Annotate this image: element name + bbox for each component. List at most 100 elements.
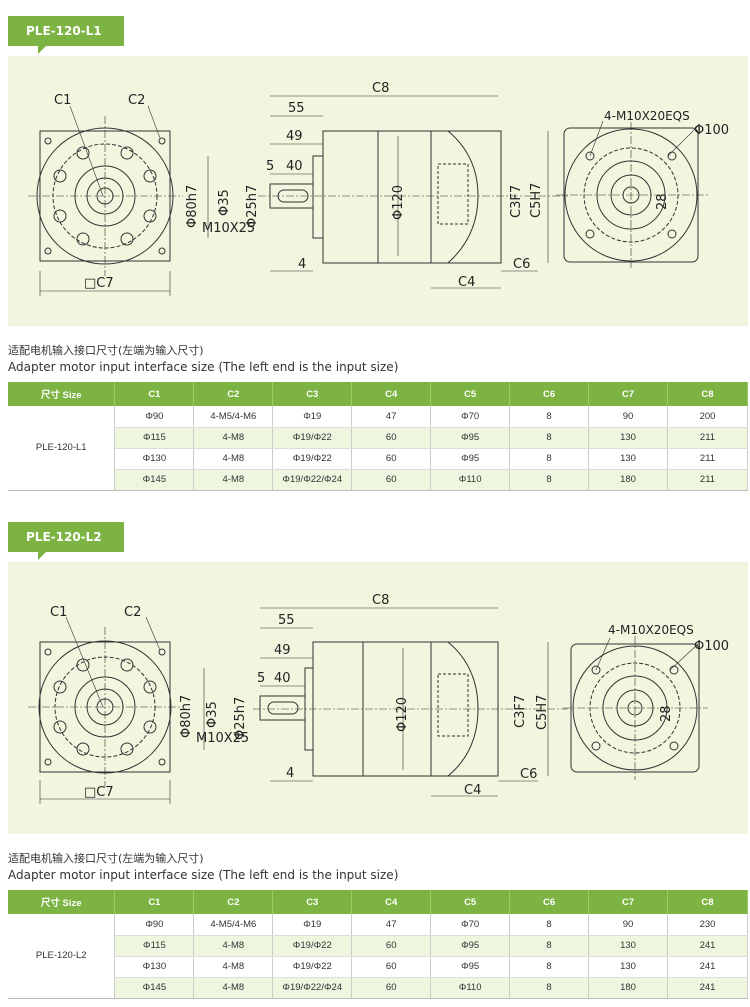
cell: 8 [509, 406, 590, 428]
caption-en: Adapter motor input interface size (The … [8, 868, 399, 882]
cell: 4-M8 [193, 469, 274, 491]
caption: 适配电机输入接口尺寸(左端为输入尺寸) Adapter motor input … [8, 343, 398, 375]
cell: 180 [588, 469, 668, 491]
cell: Φ19 [272, 406, 353, 428]
label-49: 49 [286, 129, 303, 144]
table-row: Φ130 4-M8 Φ19/Φ22 60 Φ95 8 130 211 [8, 448, 749, 470]
model-cell: PLE-120-L1 [8, 406, 116, 491]
label-phi120: Φ120 [391, 185, 406, 220]
cell: 4-M8 [193, 956, 274, 978]
label-c6: C6 [520, 767, 537, 782]
table-row: PLE-120-L1 Φ90 4-M5/4-M6 Φ19 47 Φ70 8 90… [8, 406, 749, 491]
col-header: C8 [667, 890, 749, 914]
cell: Φ95 [430, 427, 511, 449]
label-phi100: Φ100 [694, 639, 729, 654]
col-header: C5 [430, 890, 511, 914]
cell: 211 [667, 427, 749, 449]
col-header: C7 [588, 382, 668, 406]
cell: 60 [351, 935, 432, 957]
label-c4: C4 [458, 275, 475, 290]
table-row: Φ115 4-M8 Φ19/Φ22 60 Φ95 8 130 241 [8, 935, 749, 957]
label-c8: C8 [372, 81, 389, 96]
cell: Φ19 [272, 914, 353, 936]
cell: Φ130 [114, 956, 195, 978]
label-4: 4 [286, 766, 294, 781]
table-row: Φ145 4-M8 Φ19/Φ22/Φ24 60 Φ110 8 180 211 [8, 469, 749, 491]
cell: 241 [667, 956, 749, 978]
caption-cn: 适配电机输入接口尺寸(左端为输入尺寸) [8, 852, 204, 865]
cell: 241 [667, 977, 749, 999]
cell: Φ115 [114, 935, 195, 957]
col-header: C6 [509, 890, 590, 914]
label-c3: C3F7 [509, 185, 524, 218]
cell: 8 [509, 956, 590, 978]
cell: Φ19/Φ22 [272, 956, 353, 978]
label-28: 28 [655, 193, 670, 210]
cell: Φ70 [430, 914, 511, 936]
cell: Φ95 [430, 956, 511, 978]
col-header: C1 [114, 890, 195, 914]
col-header: C1 [114, 382, 195, 406]
label-c5: C5H7 [535, 695, 550, 730]
cell: 47 [351, 914, 432, 936]
label-m10x25: M10X25 [196, 731, 249, 746]
dimension-drawing: C1 C2 □C7 C8 55 49 5 40 4 M10X25 C4 C6 4… [8, 562, 748, 834]
label-40: 40 [274, 671, 291, 686]
dimension-drawing: C1 C2 □C7 C8 55 49 5 40 4 M10X25 C4 C6 4… [8, 56, 748, 326]
cell: 47 [351, 406, 432, 428]
label-phi25: Φ25h7 [233, 697, 248, 740]
cell: 180 [588, 977, 668, 999]
label-phi100: Φ100 [694, 123, 729, 138]
label-c8: C8 [372, 593, 389, 608]
table-header-row: 尺寸 Size C1 C2 C3 C4 C5 C6 C7 C8 [8, 382, 749, 406]
cell: Φ115 [114, 427, 195, 449]
cell: 8 [509, 448, 590, 470]
label-c6: C6 [513, 257, 530, 272]
col-header: C4 [351, 890, 432, 914]
cell: 211 [667, 469, 749, 491]
col-header: C2 [193, 890, 274, 914]
cell: 130 [588, 935, 668, 957]
cell: 60 [351, 427, 432, 449]
cell: 60 [351, 977, 432, 999]
cell: 8 [509, 914, 590, 936]
cell: 4-M8 [193, 427, 274, 449]
label-holes: 4-M10X20EQS [604, 109, 690, 123]
input-flange-view [28, 616, 183, 804]
model-cell: PLE-120-L2 [8, 914, 116, 999]
cell: Φ70 [430, 406, 511, 428]
cell: Φ110 [430, 977, 511, 999]
col-header: C7 [588, 890, 668, 914]
label-c7: □C7 [84, 276, 114, 291]
input-flange-view [28, 105, 183, 296]
label-c5: C5H7 [529, 183, 544, 218]
cell: 241 [667, 935, 749, 957]
label-c4: C4 [464, 783, 481, 798]
cell: 8 [509, 469, 590, 491]
label-c2: C2 [124, 605, 141, 620]
cell: Φ90 [114, 406, 195, 428]
cell: 60 [351, 956, 432, 978]
section-ple-120-l1: PLE-120-L1 [0, 0, 750, 500]
label-49: 49 [274, 643, 291, 658]
cell: Φ90 [114, 914, 195, 936]
cell: 130 [588, 448, 668, 470]
label-c3: C3F7 [513, 695, 528, 728]
cell: 200 [667, 406, 749, 428]
side-view [207, 95, 568, 289]
cell: 4-M8 [193, 935, 274, 957]
table-row: PLE-120-L2 Φ90 4-M5/4-M6 Φ19 47 Φ70 8 90… [8, 914, 749, 999]
cell: 130 [588, 427, 668, 449]
cell: Φ19/Φ22 [272, 935, 353, 957]
col-header: 尺寸 Size [8, 382, 116, 406]
label-phi80: Φ80h7 [185, 185, 200, 228]
cell: 8 [509, 977, 590, 999]
spec-table: 尺寸 Size C1 C2 C3 C4 C5 C6 C7 C8 PLE-120-… [8, 382, 749, 491]
cell: Φ19/Φ22/Φ24 [272, 469, 353, 491]
label-5: 5 [266, 159, 274, 174]
col-header: C3 [272, 382, 353, 406]
label-40: 40 [286, 159, 303, 174]
label-5: 5 [257, 671, 265, 686]
col-header: C5 [430, 382, 511, 406]
table-row: Φ130 4-M8 Φ19/Φ22 60 Φ95 8 130 241 [8, 956, 749, 978]
